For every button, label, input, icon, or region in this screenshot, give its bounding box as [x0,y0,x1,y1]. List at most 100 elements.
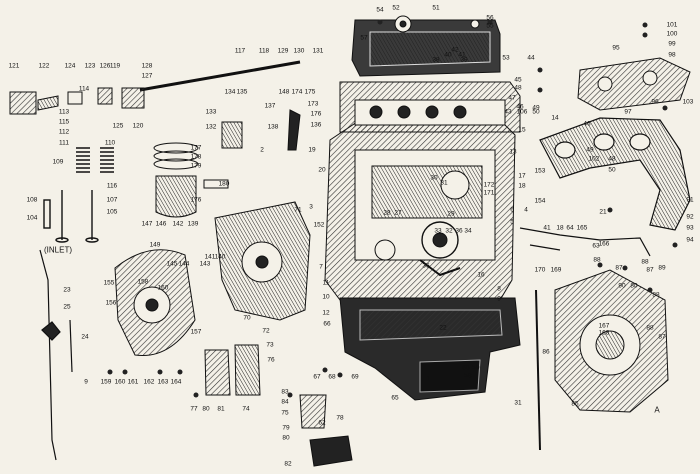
part-number-label: 128 [141,62,153,70]
part-number-label: 84 [281,398,289,406]
part-number-label: 146 [155,220,167,228]
part-number-label: 90 [618,282,626,290]
part-number-label: 39 [460,56,468,64]
part-number-label: 156 [105,299,117,307]
part-number-label: 9 [497,295,501,303]
part-number-label: 48 [608,155,616,163]
part-number-label: 164 [170,378,182,386]
part-number-label: 18 [556,224,564,232]
part-number-label: 70 [243,314,251,322]
inlet-manifold [577,57,691,111]
dipstick [39,249,541,461]
part-number-label: 159 [100,378,112,386]
part-number-label: 34 [464,227,472,235]
part-number-label: 14 [551,114,559,122]
part-number-label: 64 [566,224,574,232]
part-number-label: 155 [103,279,115,287]
part-number-label: 46 [516,103,524,111]
part-number-label: 93 [686,224,694,232]
part-number-label: 27 [394,209,402,217]
part-number-label: 173 [307,100,319,108]
part-number-label: 18 [518,182,526,190]
oil-pipe [519,227,651,257]
part-number-label: 45 [514,76,522,84]
part-number-label: 123 [84,62,96,70]
part-number-label: 134 [224,88,236,96]
part-number-label: 180 [218,180,230,188]
part-number-label: 8 [497,285,501,293]
rear-plate [554,269,669,413]
part-number-label: 32 [445,227,453,235]
rocker-shaft [9,60,301,151]
part-number-label: 11 [322,279,330,287]
part-number-label: 129 [277,47,289,55]
part-number-label: 50 [532,108,540,116]
part-number-label: 167 [598,322,610,330]
part-number-label: 47 [508,94,516,102]
part-number-label: 163 [157,378,169,386]
part-number-label: 17 [518,172,526,180]
part-number-label: 114 [78,85,90,93]
part-number-label: 125 [112,122,124,130]
part-number-label: 10 [322,293,330,301]
part-number-label: 3 [309,203,313,211]
part-number-label: 9 [84,378,88,386]
part-number-label: 91 [686,196,694,204]
part-number-label: 33 [434,227,442,235]
part-number-label: 88 [593,256,601,264]
part-number-label: 43 [504,108,512,116]
part-number-label: 88 [652,291,660,299]
part-number-label: 153 [534,167,546,175]
part-number-label: 55 [486,22,494,30]
part-number-label: 166 [598,240,610,248]
inlet-label: (INLET) [44,245,72,255]
part-number-label: 23 [63,286,71,294]
part-number-label: 88 [641,258,649,266]
part-number-label: 66 [323,320,331,328]
part-number-label: 135 [236,88,248,96]
part-number-label: 100 [666,30,678,38]
part-number-label: 46 [583,120,591,128]
part-number-label: 16 [477,271,485,279]
part-number-label: 44 [527,54,535,62]
part-number-label: 57 [360,34,368,42]
part-number-label: 122 [38,62,50,70]
part-number-label: 80 [202,405,210,413]
part-number-label: 92 [686,213,694,221]
part-number-label: 110 [104,139,116,147]
part-number-label: 49 [586,146,594,154]
part-number-label: 140 [214,253,226,261]
part-number-label: 169 [550,266,562,274]
part-number-label: 25 [63,303,71,311]
part-number-label: 48 [514,84,522,92]
part-number-label: 98 [668,51,676,59]
part-number-label: 50 [608,166,616,174]
oil-sump [339,297,521,401]
part-number-label: 88 [646,324,654,332]
part-number-label: 49 [532,104,540,112]
part-number-label: 165 [576,224,588,232]
part-number-label: 7 [319,263,323,271]
part-number-label: 36 [455,227,463,235]
part-number-label: 35 [422,262,430,270]
part-number-label: 177 [190,144,202,152]
part-number-label: 111 [59,139,69,147]
part-number-label: 112 [58,128,70,136]
part-number-label: 118 [258,47,270,55]
part-number-label: 54 [376,6,384,14]
part-number-label: 76 [267,356,275,364]
part-number-label: 124 [64,62,76,70]
part-number-label: 152 [313,221,325,229]
part-number-label: 80 [630,282,638,290]
part-number-label: 21 [599,208,607,216]
part-number-label: 142 [172,220,184,228]
part-number-label: 24 [81,333,89,341]
part-number-label: 51 [432,4,440,12]
part-number-label: 105 [106,208,118,216]
part-number-label: 53 [502,54,510,62]
engine-block [324,119,516,301]
part-number-label: 63 [592,242,600,250]
part-number-label: 75 [281,409,289,417]
part-number-label: 170 [534,266,546,274]
